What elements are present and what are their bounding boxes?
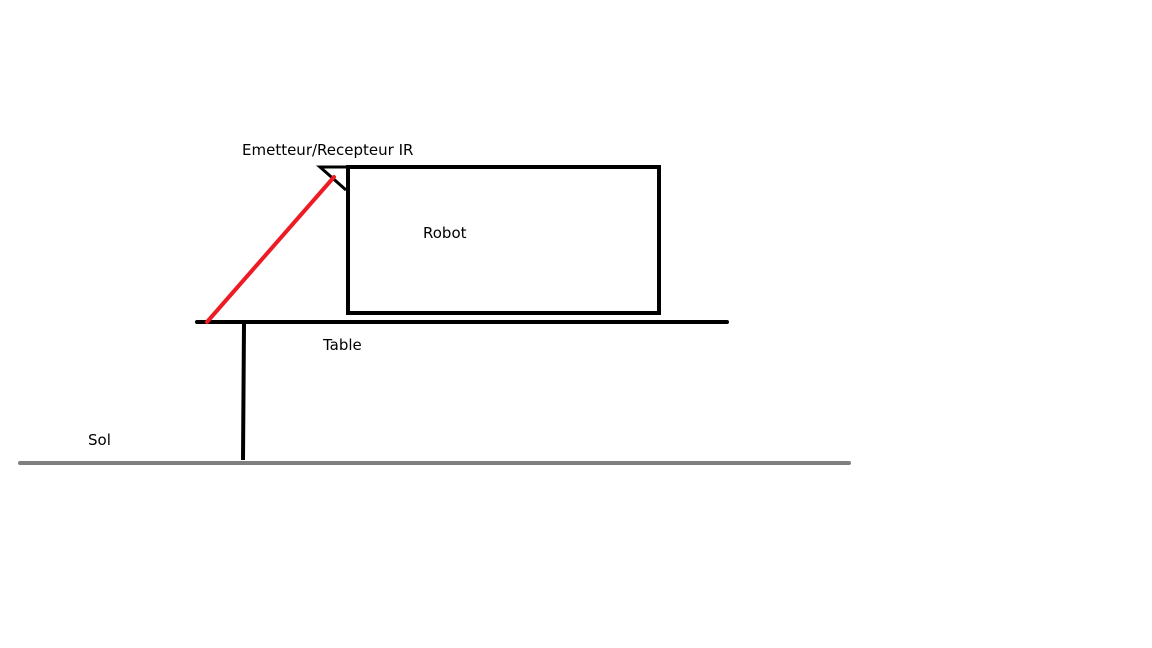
floor-label: Sol bbox=[88, 431, 111, 449]
table-label: Table bbox=[322, 336, 362, 354]
table-leg bbox=[241, 323, 246, 461]
emitter-label: Emetteur/Recepteur IR bbox=[242, 141, 413, 159]
ir-sensor-shape bbox=[316, 165, 347, 192]
ir-beam bbox=[205, 175, 336, 324]
robot-box bbox=[346, 165, 661, 315]
robot-label: Robot bbox=[423, 224, 467, 242]
